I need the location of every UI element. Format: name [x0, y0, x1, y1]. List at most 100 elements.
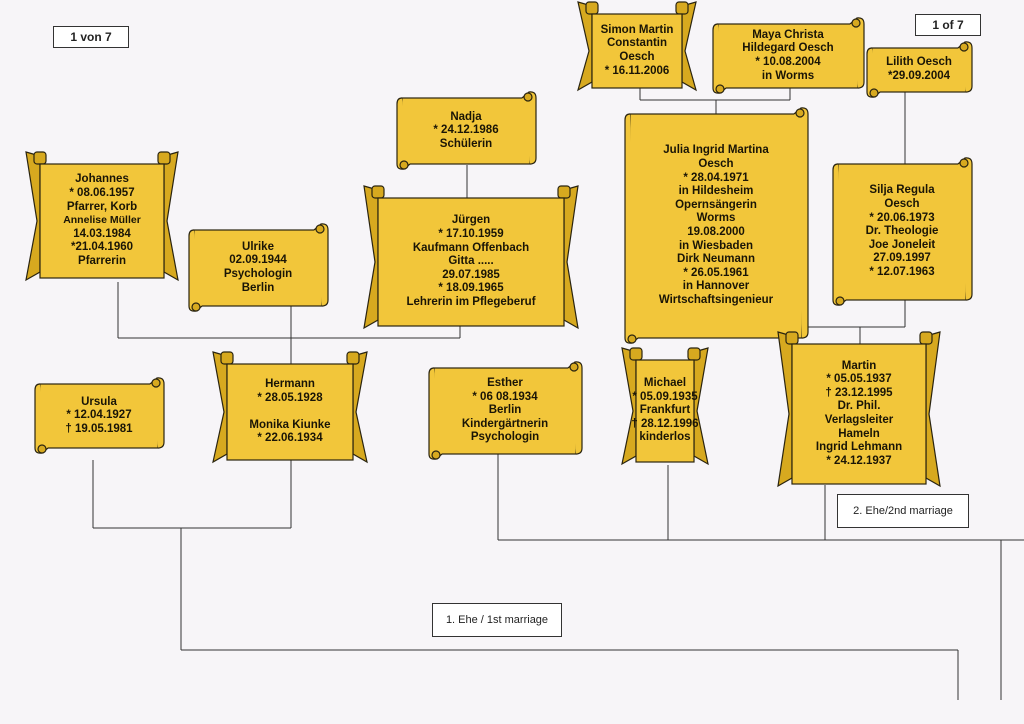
person-line: Ingrid Lehmann: [815, 441, 903, 454]
person-line: * 24.12.1986: [433, 124, 499, 137]
person-line: Opernsängerin: [675, 198, 757, 211]
person-line: Hildegard Oesch: [742, 42, 834, 55]
person-lilith: Lilith Oesch*29.09.2004: [872, 48, 966, 92]
person-line: Dr. Theologie: [865, 225, 939, 238]
person-line: * 05.05.1937: [826, 373, 892, 386]
juergen-scroll-shape: [363, 185, 579, 330]
person-line: Michael: [643, 377, 687, 390]
esther-scroll-shape: [428, 361, 583, 460]
person-line: Dr. Phil.: [837, 400, 881, 413]
person-line: Frankfurt: [639, 404, 691, 417]
person-line: Lilith Oesch: [886, 56, 952, 69]
person-line: Maya Christa: [752, 28, 824, 41]
person-hermann: Hermann* 28.05.1928 Monika Kiunke* 22.06…: [227, 364, 353, 460]
person-line: Oesch: [884, 198, 920, 211]
person-line: Oesch: [619, 51, 655, 63]
michael-scroll-shape: [621, 347, 709, 466]
silja-scroll-shape: [832, 157, 973, 306]
person-line: * 17.10.1959: [438, 228, 504, 241]
person-line: Martin: [841, 359, 877, 372]
person-line: in Wiesbaden: [678, 239, 754, 252]
page-label-german: 1 von 7: [53, 26, 129, 48]
person-line: Oesch: [698, 158, 734, 171]
person-line: * 28.04.1971: [683, 171, 749, 184]
person-line: Joe Joneleit: [868, 238, 936, 251]
person-line: * 16.11.2006: [604, 64, 670, 77]
person-line: † 19.05.1981: [65, 422, 133, 435]
person-line: Ursula: [81, 395, 117, 408]
person-line: Johannes: [75, 173, 129, 186]
first-marriage-label: 1. Ehe / 1st marriage: [432, 603, 562, 637]
person-line: Simon Martin: [600, 23, 674, 36]
person-line: * 28.05.1928: [257, 391, 323, 404]
julia-scroll-shape: [624, 107, 809, 344]
person-line: Constantin: [606, 37, 668, 50]
person-line: 19.08.2000: [687, 226, 745, 238]
scroll-shapes: [25, 1, 973, 488]
simon-scroll-shape: [577, 1, 697, 92]
second-marriage-label: 2. Ehe/2nd marriage: [837, 494, 969, 528]
ursula-scroll-shape: [34, 377, 165, 454]
person-line: * 26.05.1961: [683, 266, 749, 279]
person-line: Lehrerin im Pflegeberuf: [406, 295, 536, 308]
person-line: in Worms: [761, 69, 815, 82]
person-line: Kaufmann Offenbach: [412, 241, 530, 254]
page-label-english: 1 of 7: [915, 14, 981, 36]
person-line: Ulrike: [242, 240, 274, 253]
maya-scroll-shape: [712, 17, 865, 94]
person-line: Berlin: [488, 404, 522, 417]
nadja-scroll-shape: [396, 91, 537, 170]
person-line: Berlin: [241, 281, 275, 294]
person-line: † 28.12.1996: [631, 417, 699, 430]
person-line: [288, 405, 291, 419]
person-ursula: Ursula* 12.04.1927† 19.05.1981: [40, 384, 158, 448]
person-line: * 18.09.1965: [438, 282, 504, 295]
person-line: Julia Ingrid Martina: [663, 144, 769, 157]
person-line: 14.03.1984: [73, 227, 131, 240]
person-line: * 22.06.1934: [257, 432, 323, 445]
person-line: 27.09.1997: [873, 252, 931, 265]
person-line: in Hildesheim: [678, 185, 754, 198]
person-line: * 20.06.1973: [869, 211, 935, 224]
person-line: Nadja: [450, 110, 482, 123]
person-line: Jürgen: [451, 214, 491, 227]
person-line: * 06 08.1934: [472, 390, 538, 403]
person-line: Verlagsleiter: [824, 414, 894, 426]
person-line: * 12.07.1963: [869, 265, 935, 278]
person-line: kinderlos: [639, 431, 691, 444]
person-line: Worms: [696, 212, 736, 225]
person-line: Psychologin: [223, 268, 293, 280]
person-line: *29.09.2004: [887, 70, 951, 82]
ulrike-scroll-shape: [188, 223, 329, 312]
person-line: * 05.09.1935: [632, 390, 698, 403]
person-line: * 08.06.1957: [69, 187, 135, 200]
person-line: Psychologin: [470, 431, 540, 444]
person-line: Monika Kiunke: [249, 418, 331, 431]
person-line: Silja Regula: [869, 184, 935, 197]
person-line: 29.07.1985: [442, 268, 500, 281]
person-line: * 12.04.1927: [66, 409, 132, 422]
person-line: Annelise Müller: [63, 214, 141, 227]
martin-scroll-shape: [777, 331, 941, 488]
person-line: Wirtschaftsingenieur: [658, 293, 774, 306]
person-line: † 23.12.1995: [825, 386, 893, 399]
hermann-scroll-shape: [212, 351, 368, 464]
person-line: in Hannover: [682, 280, 750, 293]
person-line: Pfarrerin: [78, 254, 126, 267]
person-line: Dirk Neumann: [677, 253, 755, 266]
person-line: Schülerin: [439, 137, 493, 150]
person-line: Gitta .....: [448, 255, 494, 268]
person-line: 02.09.1944: [229, 254, 287, 267]
